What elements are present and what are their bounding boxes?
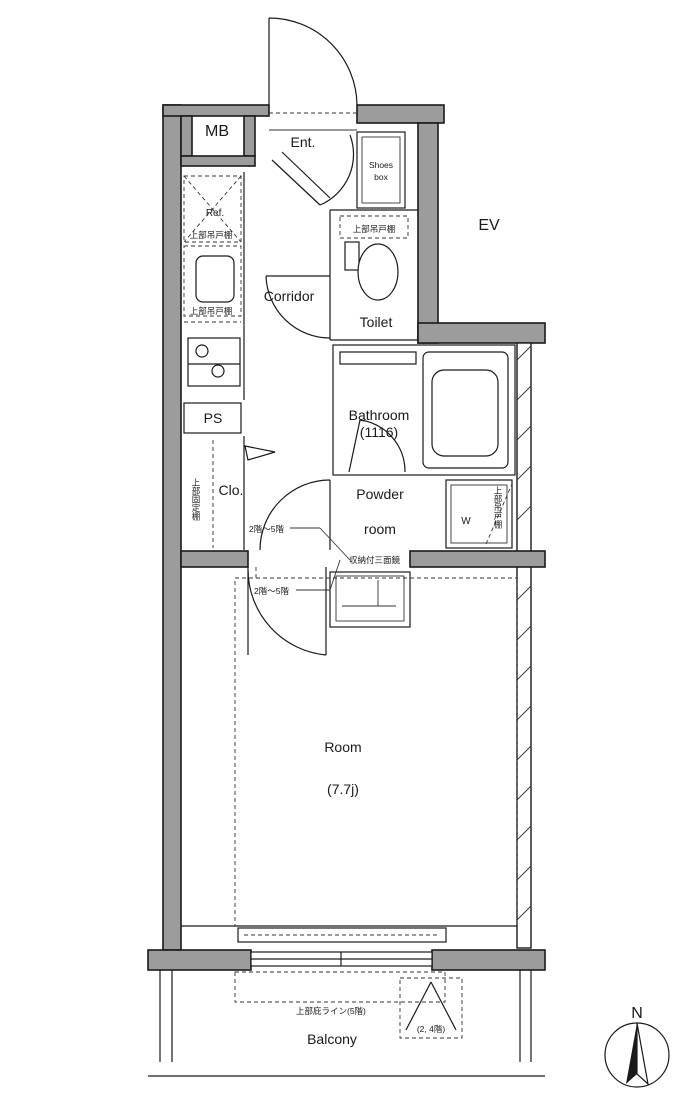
- hall-door[interactable]: [271, 134, 355, 206]
- floor-24-label: (2, 4階): [417, 1024, 446, 1034]
- balcony: [148, 970, 545, 1077]
- toilet-tank: [344, 241, 360, 271]
- divider-wall-left: [180, 550, 249, 568]
- toilet-label: Toilet: [360, 314, 393, 330]
- bathroom-size-label: (1116): [360, 424, 398, 440]
- compass-needle-right: [636, 1022, 649, 1086]
- room-size-label: (7.7j): [327, 781, 359, 797]
- powder-room-label-1: Powder: [356, 486, 404, 502]
- room-dashed-area: [234, 577, 518, 927]
- toilet-bowl: [357, 243, 399, 301]
- bathroom-label: Bathroom: [349, 407, 410, 423]
- entrance-label: Ent.: [291, 134, 316, 150]
- ps-box: [183, 402, 242, 434]
- eave-line-label: 上部庇ライン(5階): [296, 1006, 366, 1016]
- mb-wall-right: [243, 115, 256, 157]
- powder-room-label-2: room: [364, 521, 396, 537]
- vanity: [329, 571, 411, 628]
- balcony-label: Balcony: [307, 1031, 357, 1047]
- bottom-wall-left: [147, 949, 252, 971]
- washer-label: W: [461, 516, 471, 527]
- fridge-label: Ref.: [206, 208, 224, 219]
- bathroom: [332, 344, 516, 476]
- bathtub-basin: [431, 369, 499, 457]
- mb-wall-bottom: [180, 155, 256, 167]
- upper-cabinet-label-b: 上部吊戸棚: [190, 306, 233, 316]
- ev-wall-left: [417, 122, 439, 344]
- shoes-box-label-2: box: [374, 172, 388, 182]
- upper-cabinet-a-outline: [183, 245, 242, 317]
- main-room: [181, 577, 518, 967]
- ev-label: EV: [478, 217, 500, 234]
- washer-inner: [450, 484, 508, 544]
- north-arrow: [604, 1022, 670, 1088]
- corridor-door[interactable]: [265, 275, 331, 339]
- kitchen: [183, 172, 276, 550]
- shoes-box-inner: [361, 136, 401, 204]
- left-wall: [162, 104, 182, 951]
- storage-mirror-label: 収納付三面鏡: [349, 555, 401, 565]
- bottom-wall-right: [431, 949, 546, 971]
- bathtub: [422, 351, 509, 469]
- compass-needle-left: [626, 1023, 637, 1084]
- closet-label: Clo.: [219, 482, 244, 498]
- fridge: [183, 175, 242, 243]
- ev-wall-bottom: [417, 322, 546, 344]
- hatch-box: [399, 977, 463, 1039]
- walls: [147, 104, 546, 971]
- bathroom-outline: [332, 344, 516, 476]
- floor-note-b: 2階～5階: [254, 586, 289, 596]
- toilet-room: [329, 209, 418, 341]
- labels: MB Ent. Shoes box EV Ref. 上部吊戸棚 上部吊戸棚 上部…: [190, 123, 643, 1047]
- room-door[interactable]: [247, 567, 327, 656]
- top-wall-left: [162, 104, 270, 117]
- toilet-cabinet: [339, 215, 409, 239]
- vanity-basin: [335, 575, 405, 622]
- toilet-cabinet-label: 上部吊戸棚: [353, 224, 396, 234]
- bath-shelf: [339, 351, 417, 365]
- powder-room: [259, 479, 513, 628]
- floor-note-a: 2階～5階: [249, 524, 284, 534]
- mb-wall-left: [180, 115, 193, 157]
- mb-label: MB: [205, 123, 229, 140]
- corridor-label: Corridor: [264, 288, 315, 304]
- washer-cabinet-label: 上部吊戸棚: [493, 486, 503, 529]
- entrance-door[interactable]: [268, 17, 358, 106]
- room-label: Room: [324, 739, 361, 755]
- sink: [195, 255, 235, 303]
- north-label: N: [631, 1005, 643, 1022]
- burner-1: [195, 344, 209, 358]
- stove: [187, 337, 241, 387]
- shoes-box: [356, 131, 406, 209]
- right-wall: [516, 342, 532, 949]
- right-wall-hatch: [516, 345, 532, 921]
- washer-space: [445, 479, 513, 549]
- closet-door[interactable]: [244, 445, 276, 461]
- upper-fixed-shelf-label: 上部固定棚: [191, 478, 201, 521]
- ps-label: PS: [204, 410, 223, 426]
- burner-2: [211, 364, 225, 378]
- upper-cabinet-label-a: 上部吊戸棚: [190, 230, 233, 240]
- divider-wall-right: [409, 550, 546, 568]
- eave-line: [234, 971, 446, 1003]
- shoes-box-label-1: Shoes: [369, 160, 393, 170]
- top-wall-right: [356, 104, 445, 124]
